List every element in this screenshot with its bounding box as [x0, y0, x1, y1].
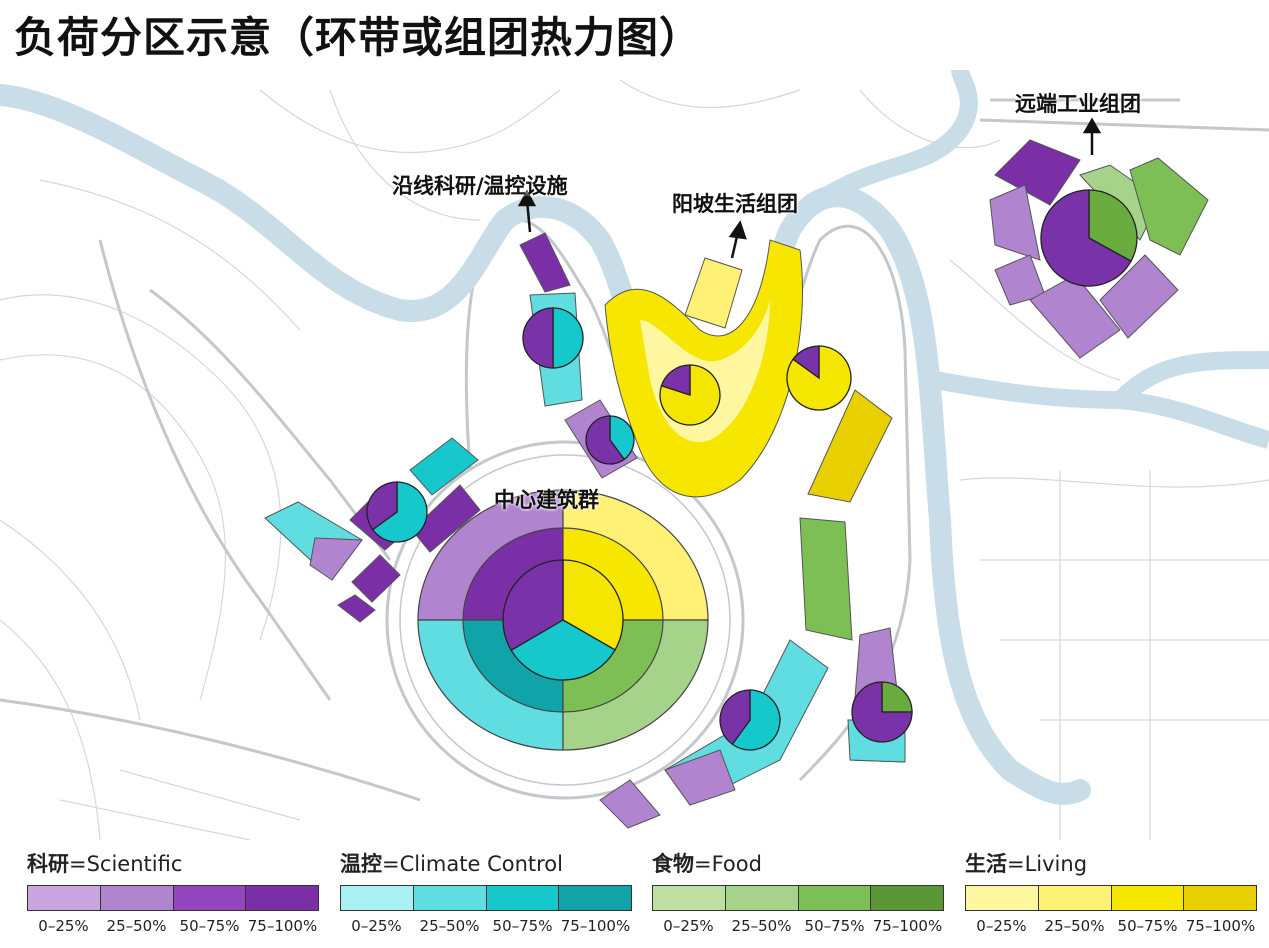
- legend-swatch: [1038, 886, 1112, 910]
- legend-en: =Climate Control: [382, 852, 563, 876]
- legend-range-label: 25–50%: [419, 917, 480, 935]
- label-industrial-cluster: 远端工业组团: [1015, 92, 1141, 116]
- pie-slice-southeast-climate: [731, 689, 781, 751]
- legend-swatch: [486, 886, 560, 910]
- legend-range-label: 0–25%: [663, 917, 714, 935]
- legend-en: =Scientific: [69, 852, 183, 876]
- legend-ticks: 0–25% 25–50% 50–75% 75–100%: [27, 917, 319, 935]
- legend-cn: 温控: [340, 852, 382, 876]
- legend-range-label: 50–75%: [179, 917, 240, 935]
- industrial-green-2: [1129, 157, 1209, 256]
- legend-en: =Food: [694, 852, 762, 876]
- legend-range-label: 0–25%: [976, 917, 1027, 935]
- legend-swatch: [341, 886, 414, 910]
- pie-slice-research-north-scientific: [522, 307, 554, 369]
- legend-swatch: [1184, 886, 1256, 910]
- legend-ticks: 0–25% 25–50% 50–75% 75–100%: [652, 917, 944, 935]
- west-purple-3: [309, 537, 363, 581]
- page-title: 负荷分区示意（环带或组团热力图）: [14, 13, 703, 62]
- living-building-small: [684, 257, 743, 329]
- pie-slice-southeast-scientific: [719, 689, 751, 746]
- legend-color-scale: [340, 885, 632, 911]
- industrial-purple-1: [994, 139, 1081, 206]
- pie-slice-center-climate: [510, 619, 616, 681]
- pie-slice-center-living: [562, 559, 624, 651]
- legend-swatch: [559, 886, 631, 910]
- southeast-purple: [664, 749, 736, 806]
- legend-swatch: [28, 886, 101, 910]
- pie-charts: [366, 189, 1138, 751]
- legend-swatch: [173, 886, 247, 910]
- legend-range-label: 75–100%: [872, 917, 943, 935]
- legend-range-label: 0–25%: [351, 917, 402, 935]
- south-building: [599, 779, 661, 829]
- arrows: [517, 117, 1102, 259]
- legend-range-label: 25–50%: [1044, 917, 1105, 935]
- legend-swatch: [1111, 886, 1185, 910]
- west-purple-2: [411, 484, 481, 553]
- label-center-buildings: 中心建筑群: [494, 488, 599, 512]
- legend-swatch: [413, 886, 487, 910]
- pie-slice-industrial-food: [1088, 189, 1138, 263]
- research-building-1: [519, 232, 571, 293]
- river-branch: [815, 70, 1269, 449]
- pie-slice-living-u-living: [659, 364, 721, 426]
- legend-color-scale: [652, 885, 944, 911]
- west-purple-5: [337, 594, 376, 623]
- label-research-facilities: 沿线科研/温控设施: [392, 174, 568, 198]
- pie-slice-living-east-scientific: [792, 345, 820, 380]
- label-living-cluster: 阳坡生活组团: [672, 192, 798, 216]
- west-purple-4: [351, 554, 401, 603]
- legend-scientific: 科研=Scientific 0–25% 25–50% 50–75% 75–100%: [27, 848, 319, 935]
- legend-swatch: [798, 886, 872, 910]
- legend-cn: 食物: [652, 852, 694, 876]
- legend-climate-control: 温控=Climate Control 0–25% 25–50% 50–75% 75–1…: [340, 848, 632, 935]
- legend-range-label: 50–75%: [804, 917, 865, 935]
- pie-slice-research-south-scientific: [585, 415, 626, 465]
- legend-range-label: 75–100%: [247, 917, 318, 935]
- industrial-purple-4: [1029, 274, 1121, 359]
- legend-ticks: 0–25% 25–50% 50–75% 75–100%: [340, 917, 632, 935]
- pie-slice-industrial-scientific: [1040, 189, 1132, 287]
- legend-en: =Living: [1007, 852, 1088, 876]
- legend-ticks: 0–25% 25–50% 50–75% 75–100%: [965, 917, 1257, 935]
- industrial-purple-5: [1099, 254, 1179, 339]
- pie-slice-east-tower-food: [881, 681, 913, 713]
- legend-living: 生活=Living 0–25% 25–50% 50–75% 75–100%: [965, 848, 1257, 935]
- legend-swatch: [246, 886, 318, 910]
- contour-lines: [0, 79, 1269, 840]
- legend-swatch: [871, 886, 943, 910]
- legend-food: 食物=Food 0–25% 25–50% 50–75% 75–100%: [652, 848, 944, 935]
- pie-slice-research-north-climate: [552, 307, 584, 369]
- legend-range-label: 75–100%: [1185, 917, 1256, 935]
- legend-swatch: [966, 886, 1039, 910]
- legend-swatch: [653, 886, 726, 910]
- load-zoning-map: [0, 70, 1269, 840]
- pie-slice-west-cluster-climate: [371, 481, 428, 543]
- legend-swatch: [100, 886, 174, 910]
- living-building-east: [807, 389, 893, 503]
- legend-color-scale: [965, 885, 1257, 911]
- pie-slice-center-scientific: [502, 559, 564, 652]
- pie-slice-research-south-climate: [609, 415, 635, 461]
- legend-range-label: 25–50%: [106, 917, 167, 935]
- legend-cn: 生活: [965, 852, 1007, 876]
- pie-slice-east-tower-scientific: [851, 681, 913, 743]
- west-cyan-1: [409, 437, 479, 496]
- pie-slice-living-u-scientific: [660, 364, 691, 396]
- legend-color-scale: [27, 885, 319, 911]
- legend-swatch: [725, 886, 799, 910]
- legend-range-label: 75–100%: [560, 917, 631, 935]
- pie-slice-west-cluster-scientific: [366, 481, 398, 531]
- legend-range-label: 50–75%: [492, 917, 553, 935]
- food-building: [799, 517, 853, 641]
- legend-cn: 科研: [27, 852, 69, 876]
- legend-range-label: 50–75%: [1117, 917, 1178, 935]
- legend-range-label: 25–50%: [731, 917, 792, 935]
- industrial-purple-2: [989, 184, 1041, 261]
- legend-range-label: 0–25%: [38, 917, 89, 935]
